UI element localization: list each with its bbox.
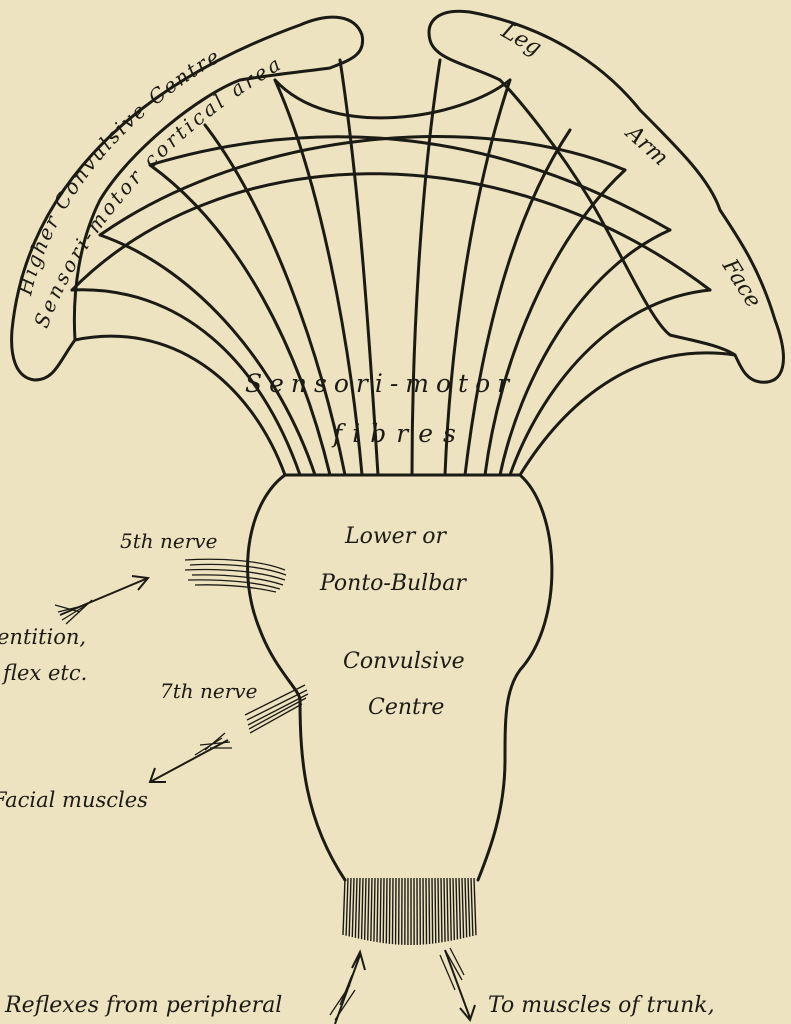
brush-stroke <box>370 877 373 942</box>
brush-stroke <box>458 877 462 939</box>
label-reflexes-from-peripheral: Reflexes from peripheral <box>4 993 282 1018</box>
brush-stroke <box>379 877 382 943</box>
brush-stroke <box>440 877 443 943</box>
brush-stroke <box>434 877 437 944</box>
spinal-fibre-brush <box>342 877 477 945</box>
brush-stroke <box>446 877 449 942</box>
brush-stroke <box>367 877 370 941</box>
label-leg: Leg <box>496 18 545 61</box>
label-centre: Centre <box>368 695 444 720</box>
brush-stroke <box>467 877 471 937</box>
brush-stroke <box>449 877 452 941</box>
brush-stroke <box>461 877 465 939</box>
brush-stroke <box>382 877 385 944</box>
brush-stroke <box>388 877 391 944</box>
label-fifth-nerve: 5th nerve <box>120 529 217 553</box>
arrow-to-fifth-nerve <box>54 575 150 625</box>
arrow-reflexes-up <box>329 949 366 1024</box>
sensori-motor-fibres <box>70 58 737 477</box>
label-dentition: entition, <box>0 625 86 649</box>
brush-stroke <box>345 877 349 936</box>
brush-stroke <box>428 877 431 944</box>
brush-stroke <box>373 877 376 942</box>
label-facial-muscles: Facial muscles <box>0 788 148 812</box>
brush-stroke <box>473 877 477 936</box>
left-cortex-outline <box>10 15 365 382</box>
brush-stroke <box>391 877 394 945</box>
label-arm: Arm <box>619 120 672 172</box>
brush-stroke <box>342 877 346 936</box>
seventh-nerve-bundle <box>244 684 309 734</box>
label-reflex-etc: flex etc. <box>1 661 87 685</box>
label-ponto-bulbar: Ponto-Bulbar <box>319 571 467 596</box>
brush-stroke <box>360 877 364 940</box>
ponto-bulbar-centre-outline <box>246 473 554 882</box>
right-cortex-outline <box>427 9 785 384</box>
brush-stroke <box>348 877 352 937</box>
brush-stroke <box>464 877 468 938</box>
label-sensori-motor: Sensori-motor <box>245 369 516 398</box>
label-seventh-nerve: 7th nerve <box>160 679 257 703</box>
brush-stroke <box>431 877 434 944</box>
label-to-muscles-of-trunk: To muscles of trunk, <box>488 993 715 1018</box>
brush-stroke <box>363 877 367 940</box>
fifth-nerve-bundle <box>184 558 287 593</box>
arrow-to-facial-muscles <box>148 732 232 783</box>
brush-stroke <box>376 877 379 943</box>
brush-stroke <box>437 877 440 943</box>
brush-stroke <box>354 877 358 938</box>
arrow-to-trunk-muscles <box>439 947 476 1023</box>
brush-stroke <box>452 877 456 941</box>
brush-stroke <box>385 877 388 944</box>
brush-stroke <box>357 877 361 939</box>
brush-stroke <box>351 877 355 938</box>
label-fibres: fibres <box>331 419 466 448</box>
label-convulsive: Convulsive <box>343 649 465 674</box>
brush-stroke <box>470 877 474 936</box>
label-lower-or: Lower or <box>344 524 447 549</box>
label-face: Face <box>716 254 765 312</box>
brush-stroke <box>455 877 459 940</box>
brush-stroke <box>443 877 446 942</box>
